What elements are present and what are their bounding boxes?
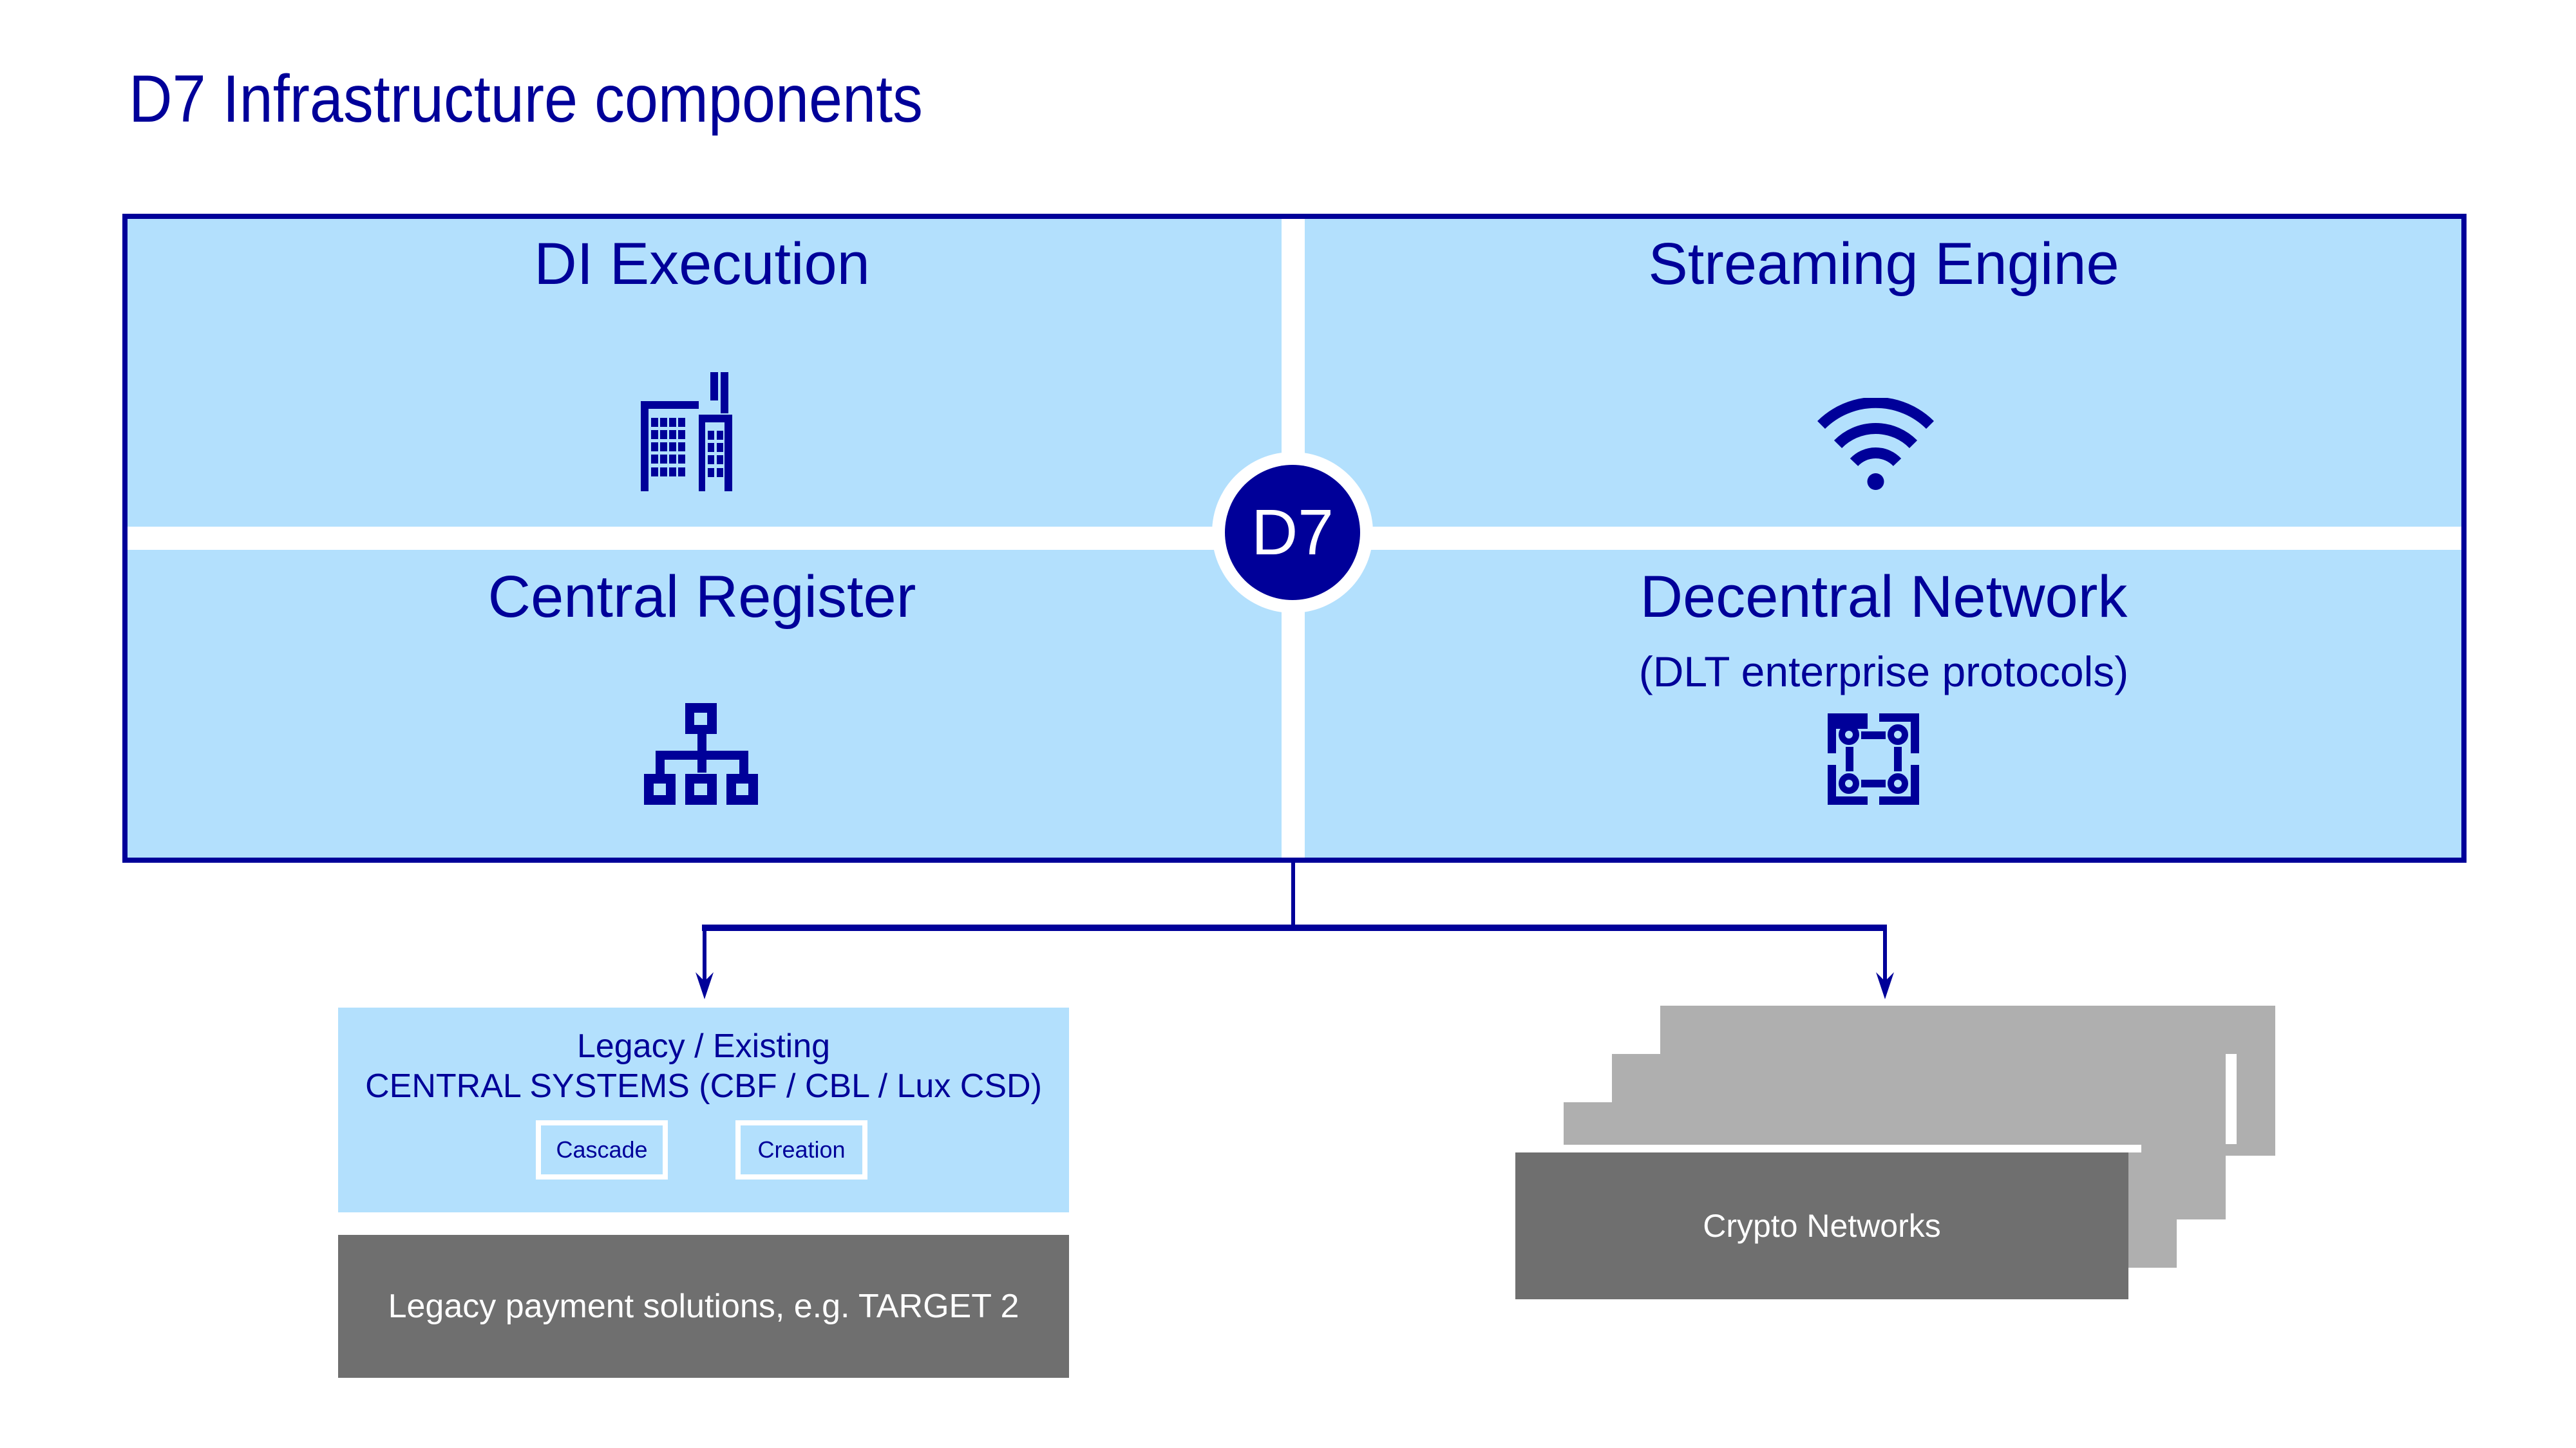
page-title: D7 Infrastructure components xyxy=(129,62,923,136)
cascade-box: Cascade xyxy=(536,1120,668,1180)
connector-right-drop xyxy=(1883,927,1887,992)
wifi-icon xyxy=(1816,398,1935,494)
connector-left-drop xyxy=(703,927,706,992)
creation-box: Creation xyxy=(735,1120,867,1180)
crypto-networks-box: Crypto Networks xyxy=(1515,1152,2128,1299)
hierarchy-icon xyxy=(644,703,763,809)
arrow-down-left-icon xyxy=(694,972,715,999)
quadrant-decentral-network-title: Decentral Network xyxy=(1640,564,2128,630)
quadrant-streaming-engine-title: Streaming Engine xyxy=(1648,231,2119,297)
connector-trunk xyxy=(1291,863,1295,927)
quadrant-decentral-network-subtitle: (DLT enterprise protocols) xyxy=(1638,648,2129,695)
legacy-payment-box: Legacy payment solutions, e.g. TARGET 2 xyxy=(338,1235,1069,1378)
legacy-line-2: CENTRAL SYSTEMS (CBF / CBL / Lux CSD) xyxy=(365,1067,1042,1105)
stack-gap xyxy=(1484,1152,1497,1301)
quadrant-central-register-title: Central Register xyxy=(488,564,916,630)
quadrant-di-execution-title: DI Execution xyxy=(534,231,870,297)
legacy-line-1: Legacy / Existing xyxy=(576,1028,831,1065)
arrow-down-right-icon xyxy=(1875,972,1895,999)
center-badge: D7 xyxy=(1225,465,1360,600)
network-nodes-icon xyxy=(1828,713,1924,810)
legacy-central-systems-box: Legacy / Existing CENTRAL SYSTEMS (CBF /… xyxy=(338,1008,1069,1212)
building-icon xyxy=(641,372,770,491)
stack-gap xyxy=(1507,1145,2141,1152)
connector-bar xyxy=(702,925,1887,931)
